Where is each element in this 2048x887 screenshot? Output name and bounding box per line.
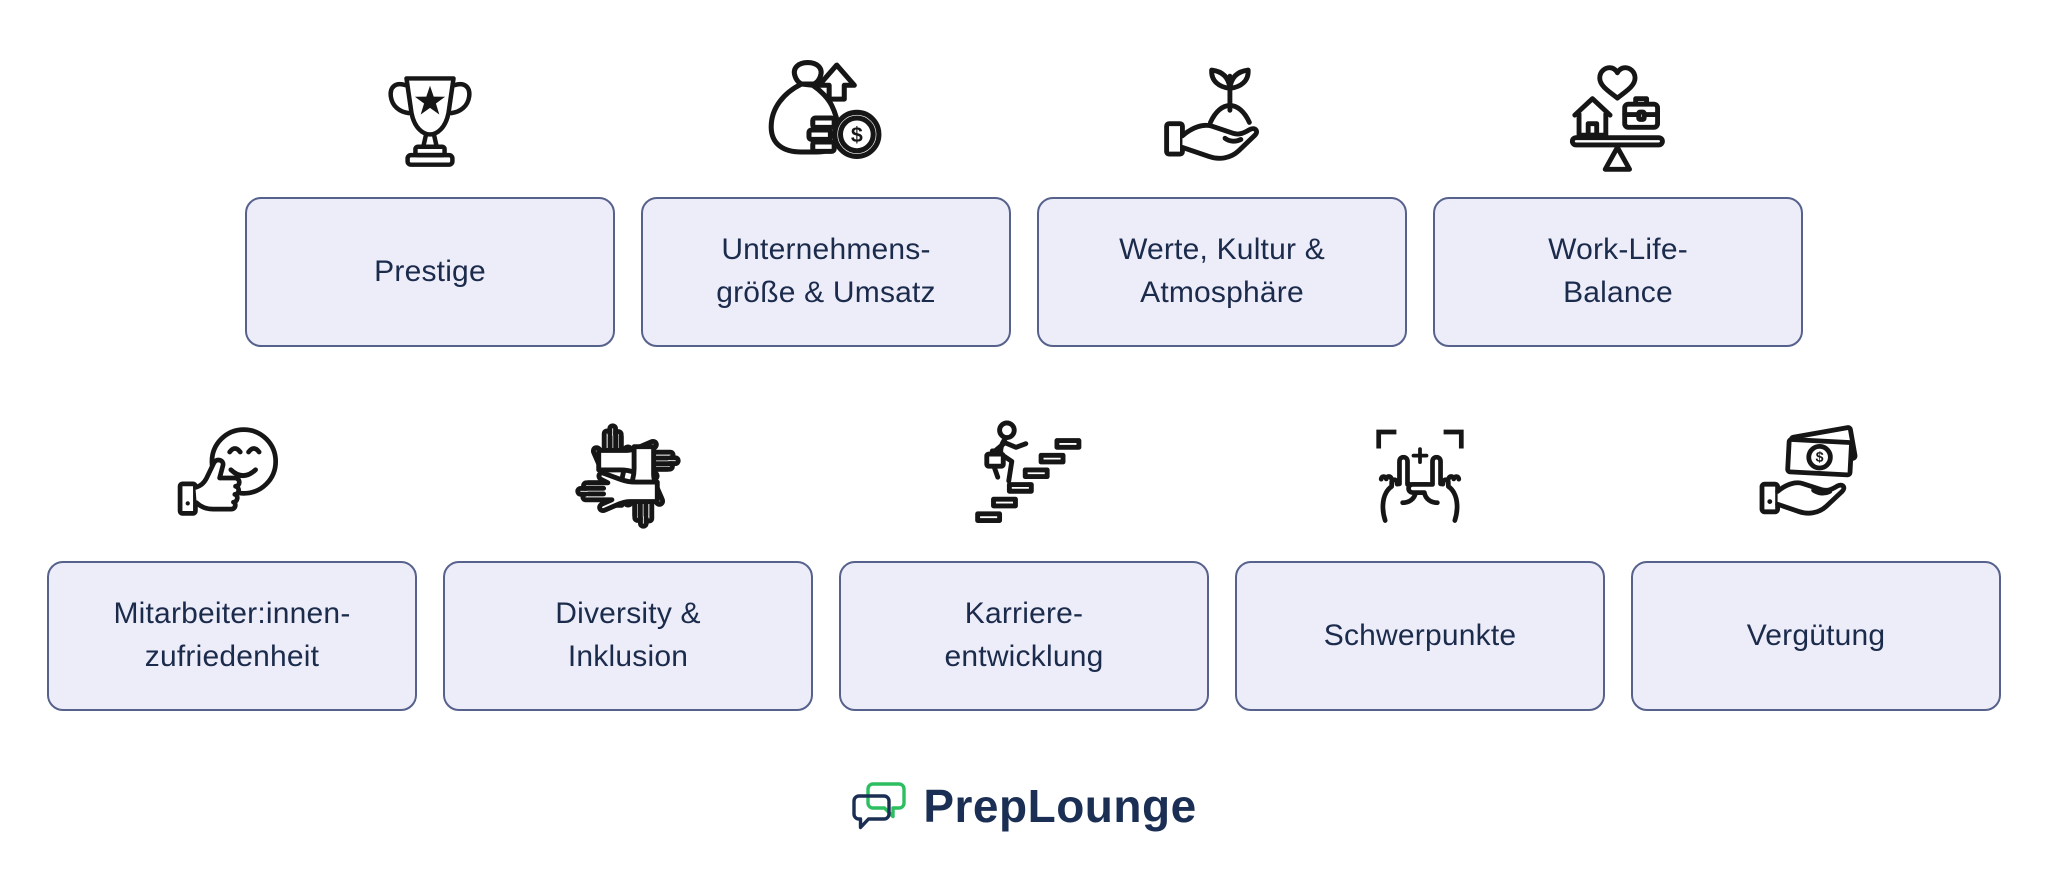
category-box-karriereentwicklung: Karriere- entwicklung [839, 561, 1209, 711]
svg-text:$: $ [1815, 450, 1824, 466]
category-box-work-life-balance: Work-Life- Balance [1433, 197, 1803, 347]
career-stairs-icon [963, 415, 1085, 537]
criteria-row-2: Mitarbeiter:innen- zufriedenheit [0, 415, 2048, 711]
category-label: Unternehmens- größe & Umsatz [716, 233, 936, 309]
work-life-balance-scale-icon [1548, 55, 1688, 181]
category-box-prestige: Prestige [245, 197, 615, 347]
card-schwerpunkte: Schwerpunkte [1235, 415, 1605, 711]
category-box-diversity-inklusion: Diversity & Inklusion [443, 561, 813, 711]
svg-text:$: $ [851, 123, 863, 147]
card-prestige: Prestige [245, 55, 615, 347]
diversity-hands-icon [567, 415, 689, 537]
category-label: Vergütung [1746, 618, 1886, 652]
card-mitarbeiterzufriedenheit: Mitarbeiter:innen- zufriedenheit [47, 415, 417, 711]
card-work-life-balance: Work-Life- Balance [1433, 55, 1803, 347]
logo-wordmark: PrepLounge [923, 780, 1197, 832]
category-label: Schwerpunkte [1323, 618, 1517, 652]
card-werte-kultur: Werte, Kultur & Atmosphäre [1037, 55, 1407, 347]
card-unternehmensgroesse: $ Unternehmens- größe & Umsatz [641, 55, 1011, 347]
category-label: Werte, Kultur & Atmosphäre [1119, 233, 1325, 309]
hand-growing-plant-icon [1152, 55, 1292, 181]
thumbs-up-smiley-icon [168, 415, 296, 537]
card-verguetung: $ Vergütung [1631, 415, 2001, 711]
card-karriereentwicklung: Karriere- entwicklung [839, 415, 1209, 711]
chat-bubbles-icon [852, 782, 907, 830]
hand-receiving-money-icon: $ [1745, 415, 1887, 537]
category-box-werte-kultur: Werte, Kultur & Atmosphäre [1037, 197, 1407, 347]
focus-frame-hands-icon [1361, 415, 1479, 537]
category-box-verguetung: Vergütung [1631, 561, 2001, 711]
category-box-mitarbeiterzufriedenheit: Mitarbeiter:innen- zufriedenheit [47, 561, 417, 711]
category-label: Prestige [374, 254, 486, 288]
category-label: Karriere- entwicklung [944, 597, 1104, 673]
category-label: Mitarbeiter:innen- zufriedenheit [113, 597, 351, 673]
money-bag-growth-icon: $ [752, 55, 900, 181]
card-diversity-inklusion: Diversity & Inklusion [443, 415, 813, 711]
category-label: Work-Life- Balance [1548, 233, 1688, 309]
preplounge-logo: PrepLounge [0, 779, 2048, 833]
trophy-icon [374, 55, 486, 181]
category-box-unternehmensgroesse: Unternehmens- größe & Umsatz [641, 197, 1011, 347]
category-label: Diversity & Inklusion [555, 597, 701, 673]
category-box-schwerpunkte: Schwerpunkte [1235, 561, 1605, 711]
criteria-row-1: Prestige $ [0, 0, 2048, 347]
